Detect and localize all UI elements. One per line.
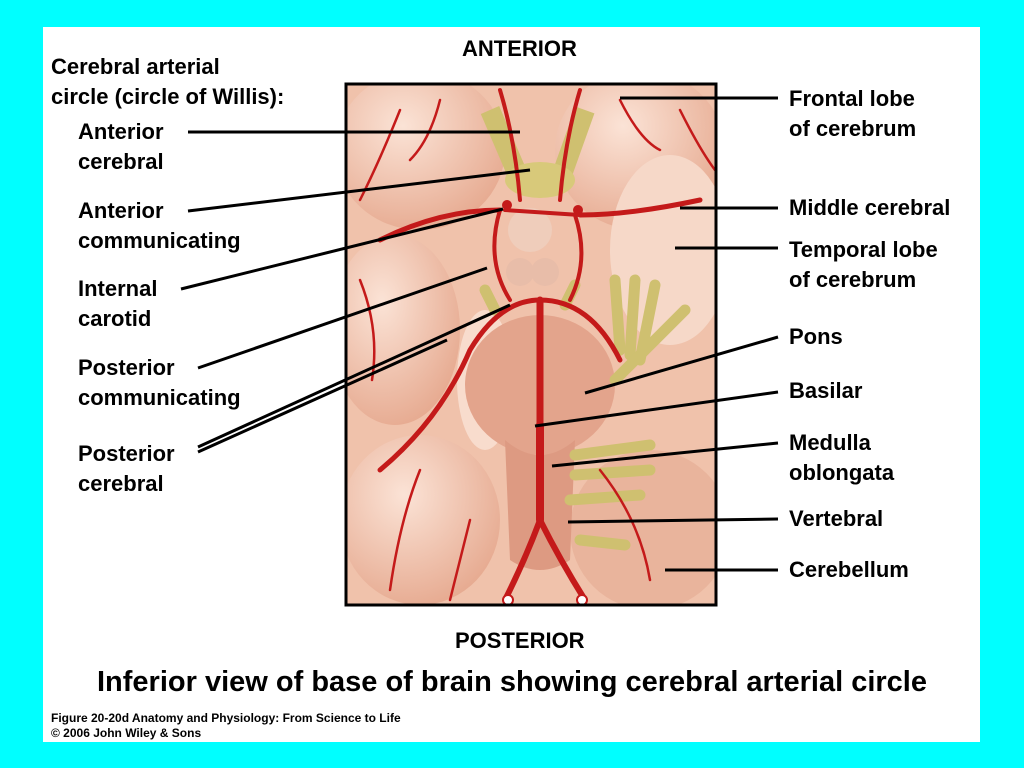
leader-basilar bbox=[534, 390, 779, 428]
leader-anterior-communicating bbox=[187, 168, 531, 213]
label-anterior-cerebral: Anterior cerebral bbox=[78, 119, 164, 174]
figure-caption: Inferior view of base of brain showing c… bbox=[97, 666, 927, 698]
illustration-border bbox=[344, 82, 718, 607]
mammillary-body-right bbox=[531, 258, 559, 286]
leader-posterior-cerebral-b bbox=[197, 338, 448, 454]
anterior-cerebral-right bbox=[558, 88, 582, 202]
label-basilar: Basilar bbox=[789, 378, 863, 403]
label-internal-carotid: Internal carotid bbox=[78, 276, 158, 331]
posterior-communicating-right bbox=[568, 213, 584, 302]
leader-internal-carotid bbox=[180, 207, 504, 291]
mammillary-body-left bbox=[506, 258, 534, 286]
label-medulla-oblongata: Medulla oblongata bbox=[789, 430, 895, 485]
circle-of-willis-heading: Cerebral arterial circle (circle of Will… bbox=[51, 54, 285, 109]
brain-illustration bbox=[346, 84, 716, 605]
middle-cerebral-left bbox=[377, 207, 503, 243]
label-pons: Pons bbox=[789, 324, 843, 349]
leader-posterior-cerebral-a bbox=[197, 303, 511, 449]
label-temporal-lobe: Temporal lobe of cerebrum bbox=[789, 237, 938, 292]
label-frontal-lobe: Frontal lobe of cerebrum bbox=[789, 86, 917, 141]
pituitary bbox=[508, 208, 552, 252]
leader-pons bbox=[584, 335, 779, 395]
label-posterior-communicating: Posterior communicating bbox=[78, 355, 241, 410]
leader-posterior-communicating bbox=[197, 266, 488, 370]
anterior-label: ANTERIOR bbox=[462, 36, 577, 61]
leader-vertebral bbox=[567, 517, 779, 524]
arteries bbox=[358, 88, 716, 603]
label-vertebral: Vertebral bbox=[789, 506, 884, 531]
cerebellum-right bbox=[570, 450, 716, 605]
anterior-communicating-artery bbox=[503, 208, 582, 217]
leader-medulla bbox=[551, 441, 779, 468]
posterior-cerebral-right bbox=[537, 297, 623, 363]
posterior-communicating-left bbox=[492, 208, 512, 302]
middle-cerebral-right bbox=[577, 197, 703, 218]
anterior-cerebral-left bbox=[498, 88, 522, 202]
temporal-lobe-left bbox=[346, 235, 460, 425]
figure-credit: Figure 20-20d Anatomy and Physiology: Fr… bbox=[51, 711, 401, 740]
cerebellum-left bbox=[346, 435, 500, 605]
label-posterior-cerebral: Posterior cerebral bbox=[78, 441, 175, 496]
frontal-lobe-left bbox=[346, 84, 505, 230]
leader-lines bbox=[180, 96, 779, 572]
label-anterior-communicating: Anterior communicating bbox=[78, 198, 241, 253]
label-cerebellum: Cerebellum bbox=[789, 557, 909, 582]
posterior-label: POSTERIOR bbox=[455, 628, 585, 653]
posterior-cerebral-left bbox=[377, 297, 543, 473]
vertebral-arteries bbox=[502, 517, 588, 603]
label-middle-cerebral: Middle cerebral bbox=[789, 195, 951, 220]
